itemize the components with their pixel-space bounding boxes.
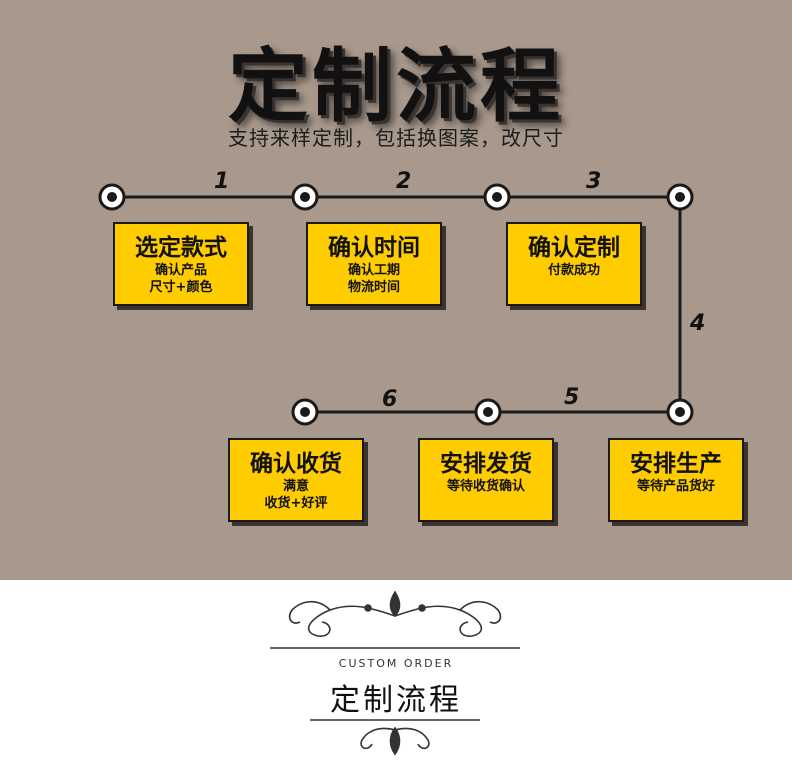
box-line: 付款成功 (547, 263, 600, 278)
step-box-arrange-shipping: 安排发货 等待收货确认 (418, 438, 554, 522)
node-3-icon (483, 183, 511, 211)
footer-title: 定制流程 (330, 683, 462, 718)
flow-lines (98, 183, 694, 426)
step-box-confirm-time: 确认时间 确认工期 物流时间 (306, 222, 442, 306)
box-line: 满意 (282, 479, 309, 494)
box-line: 等待产品货好 (636, 479, 715, 494)
step-box-select-style: 选定款式 确认产品 尺寸+颜色 (113, 222, 249, 306)
box-title: 确认收货 (250, 451, 342, 477)
box-line: 确认工期 (347, 263, 400, 278)
main-title: 定制流程 (228, 40, 564, 133)
box-line: 收货+好评 (264, 496, 328, 511)
box-line: 确认产品 (154, 263, 207, 278)
step-number-5: 5 (564, 385, 580, 410)
floral-ornament-icon (270, 590, 520, 756)
step-number-6: 6 (382, 387, 398, 412)
box-line: 物流时间 (347, 280, 400, 295)
box-title: 确认时间 (328, 235, 420, 261)
step-number-1: 1 (214, 169, 230, 194)
node-6-icon (474, 398, 502, 426)
box-line: 等待收货确认 (446, 479, 525, 494)
step-box-arrange-production: 安排生产 等待产品货好 (608, 438, 744, 522)
step-number-3: 3 (586, 169, 602, 194)
custom-order-caption: CUSTOM ORDER (338, 657, 454, 670)
box-line: 尺寸+颜色 (149, 280, 213, 295)
node-5-icon (666, 398, 694, 426)
node-7-icon (291, 398, 319, 426)
step-box-confirm-order: 确认定制 付款成功 (506, 222, 642, 306)
node-1-icon (98, 183, 126, 211)
node-4-icon (666, 183, 694, 211)
flow-nodes (98, 183, 694, 426)
box-title: 确认定制 (528, 235, 620, 261)
box-title: 安排发货 (440, 451, 532, 477)
step-box-confirm-receipt: 确认收货 满意 收货+好评 (228, 438, 364, 522)
step-number-4: 4 (690, 311, 706, 336)
box-title: 安排生产 (630, 451, 722, 477)
node-2-icon (291, 183, 319, 211)
box-title: 选定款式 (135, 235, 227, 261)
subtitle: 支持来样定制，包括换图案，改尺寸 (228, 126, 564, 150)
step-number-2: 2 (396, 169, 412, 194)
